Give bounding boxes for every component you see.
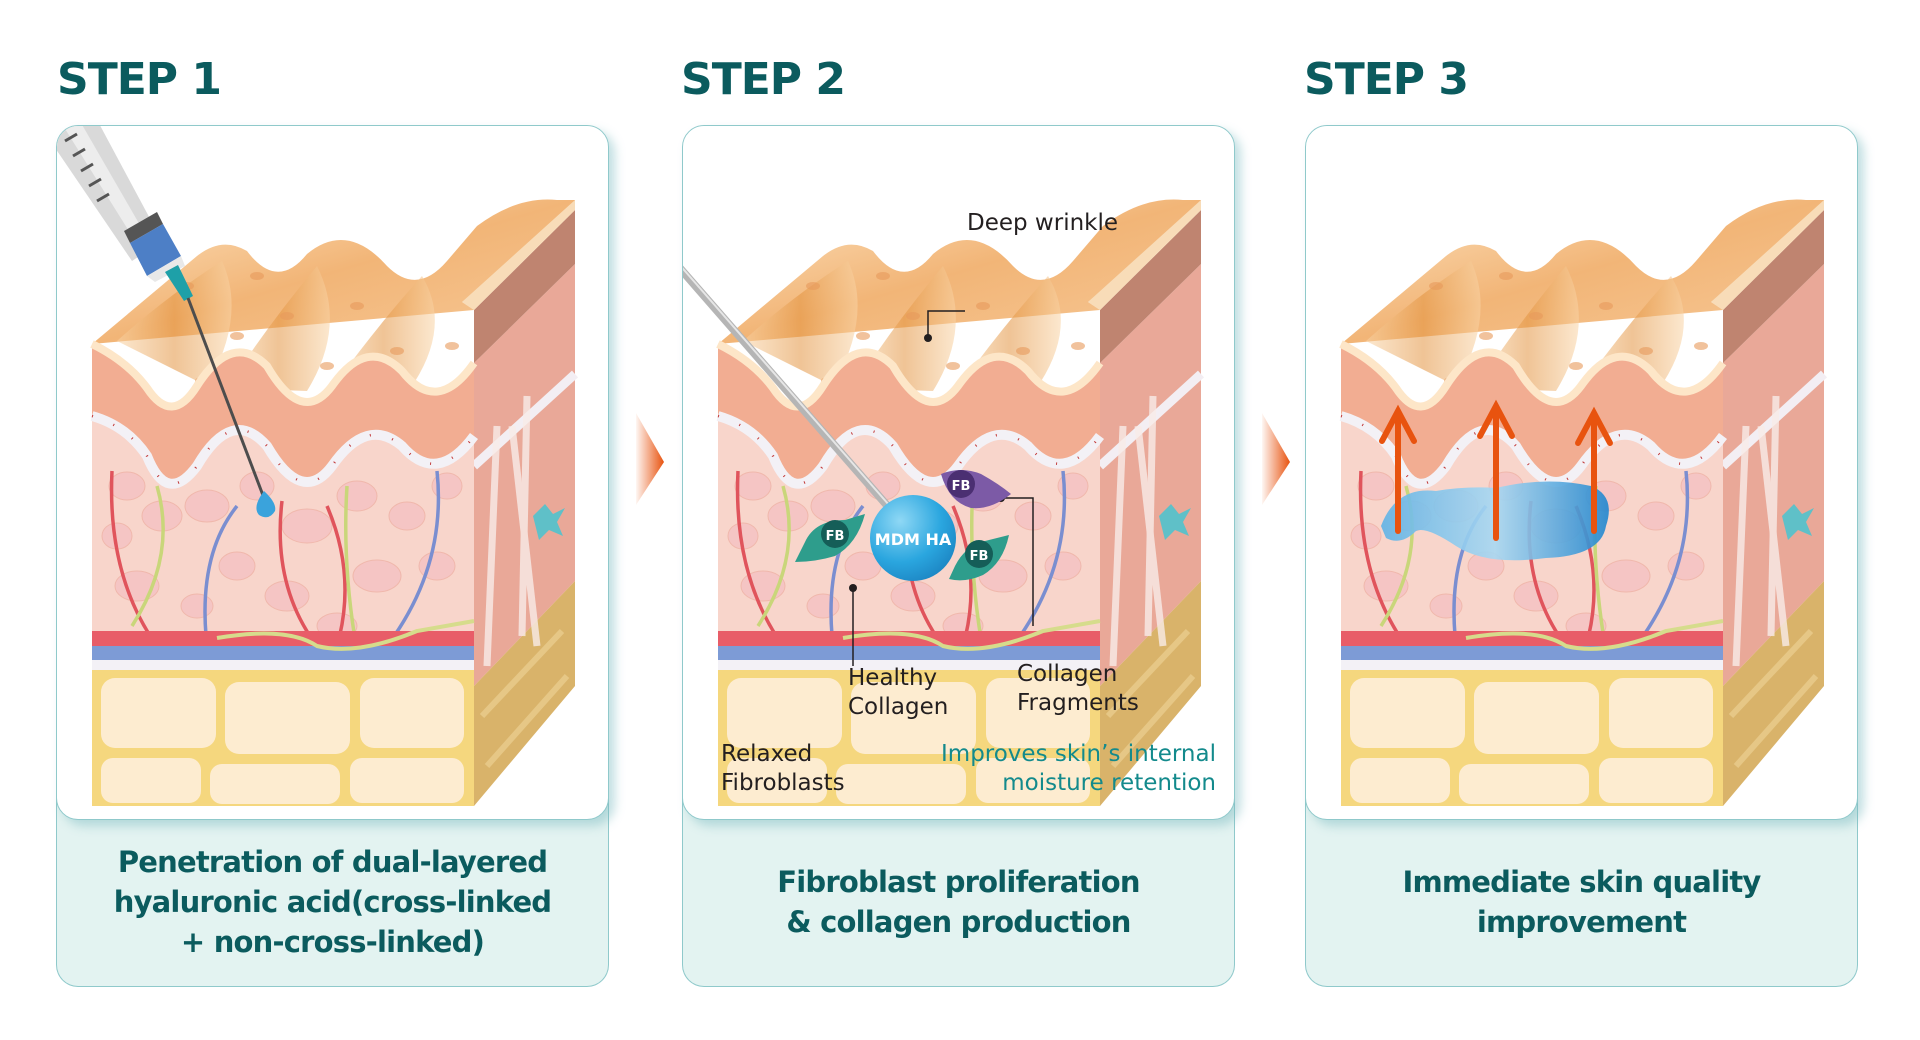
step-1-illustration-panel <box>56 125 609 820</box>
lift-arrow-icon <box>1379 404 1417 534</box>
step-3-card: Immediate skin quality improvement <box>1305 125 1858 987</box>
label-healthy-collagen: Healthy Collagen <box>848 665 949 720</box>
step-3-title: STEP 3 <box>1304 54 1469 105</box>
chevron-right-arrow-icon <box>1262 413 1290 505</box>
step-1-title: STEP 1 <box>57 54 222 105</box>
fibroblast-cell-icon: FB <box>949 535 1009 581</box>
lift-arrow-icon <box>1575 406 1613 534</box>
caption-line: + non-cross-linked) <box>180 925 485 959</box>
fibroblast-cell-icon: FB <box>941 470 1011 509</box>
chevron-right-arrow-icon <box>636 413 664 505</box>
svg-text:MDM HA: MDM HA <box>875 530 952 549</box>
caption-line: improvement <box>1476 905 1687 939</box>
step-1-card: Penetration of dual-layered hyaluronic a… <box>56 125 609 987</box>
step-1-caption: Penetration of dual-layered hyaluronic a… <box>57 818 608 986</box>
step-2-card: MDM HA FB FB FB Deep wrinkle Healthy Col <box>682 125 1235 987</box>
caption-line: & collagen production <box>786 905 1131 939</box>
mdm-ha-sphere: MDM HA <box>870 495 956 581</box>
fibroblast-cell-icon: FB <box>795 514 865 562</box>
step-3-illustration-panel <box>1305 125 1858 820</box>
skin-cross-section-illustration <box>1306 126 1858 819</box>
label-deep-wrinkle: Deep wrinkle <box>967 210 1119 236</box>
label-moisture-retention: Improves skin’s internal moisture retent… <box>941 741 1216 796</box>
step-2-title: STEP 2 <box>681 54 846 105</box>
skin-cross-section-illustration: MDM HA FB FB FB <box>683 126 1235 819</box>
svg-text:FB: FB <box>826 529 845 544</box>
label-collagen-fragments: Collagen Fragments <box>1017 661 1139 716</box>
svg-text:FB: FB <box>952 479 971 494</box>
label-relaxed-fibroblasts: Relaxed Fibroblasts <box>721 741 845 796</box>
caption-line: Immediate skin quality <box>1402 865 1761 899</box>
skin-cross-section-illustration <box>57 126 609 819</box>
ha-droplet-icon <box>256 491 276 518</box>
svg-text:FB: FB <box>970 549 989 564</box>
step-2-caption: Fibroblast proliferation & collagen prod… <box>683 818 1234 986</box>
step-2-illustration-panel: MDM HA FB FB FB Deep wrinkle Healthy Col <box>682 125 1235 820</box>
caption-line: Penetration of dual-layered <box>117 845 548 879</box>
lift-arrow-icon <box>1477 399 1515 541</box>
step-3-caption: Immediate skin quality improvement <box>1306 818 1857 986</box>
cannula-icon <box>683 265 909 530</box>
caption-line: hyaluronic acid(cross-linked <box>113 885 552 919</box>
syringe-icon <box>57 126 276 518</box>
caption-line: Fibroblast proliferation <box>777 865 1140 899</box>
